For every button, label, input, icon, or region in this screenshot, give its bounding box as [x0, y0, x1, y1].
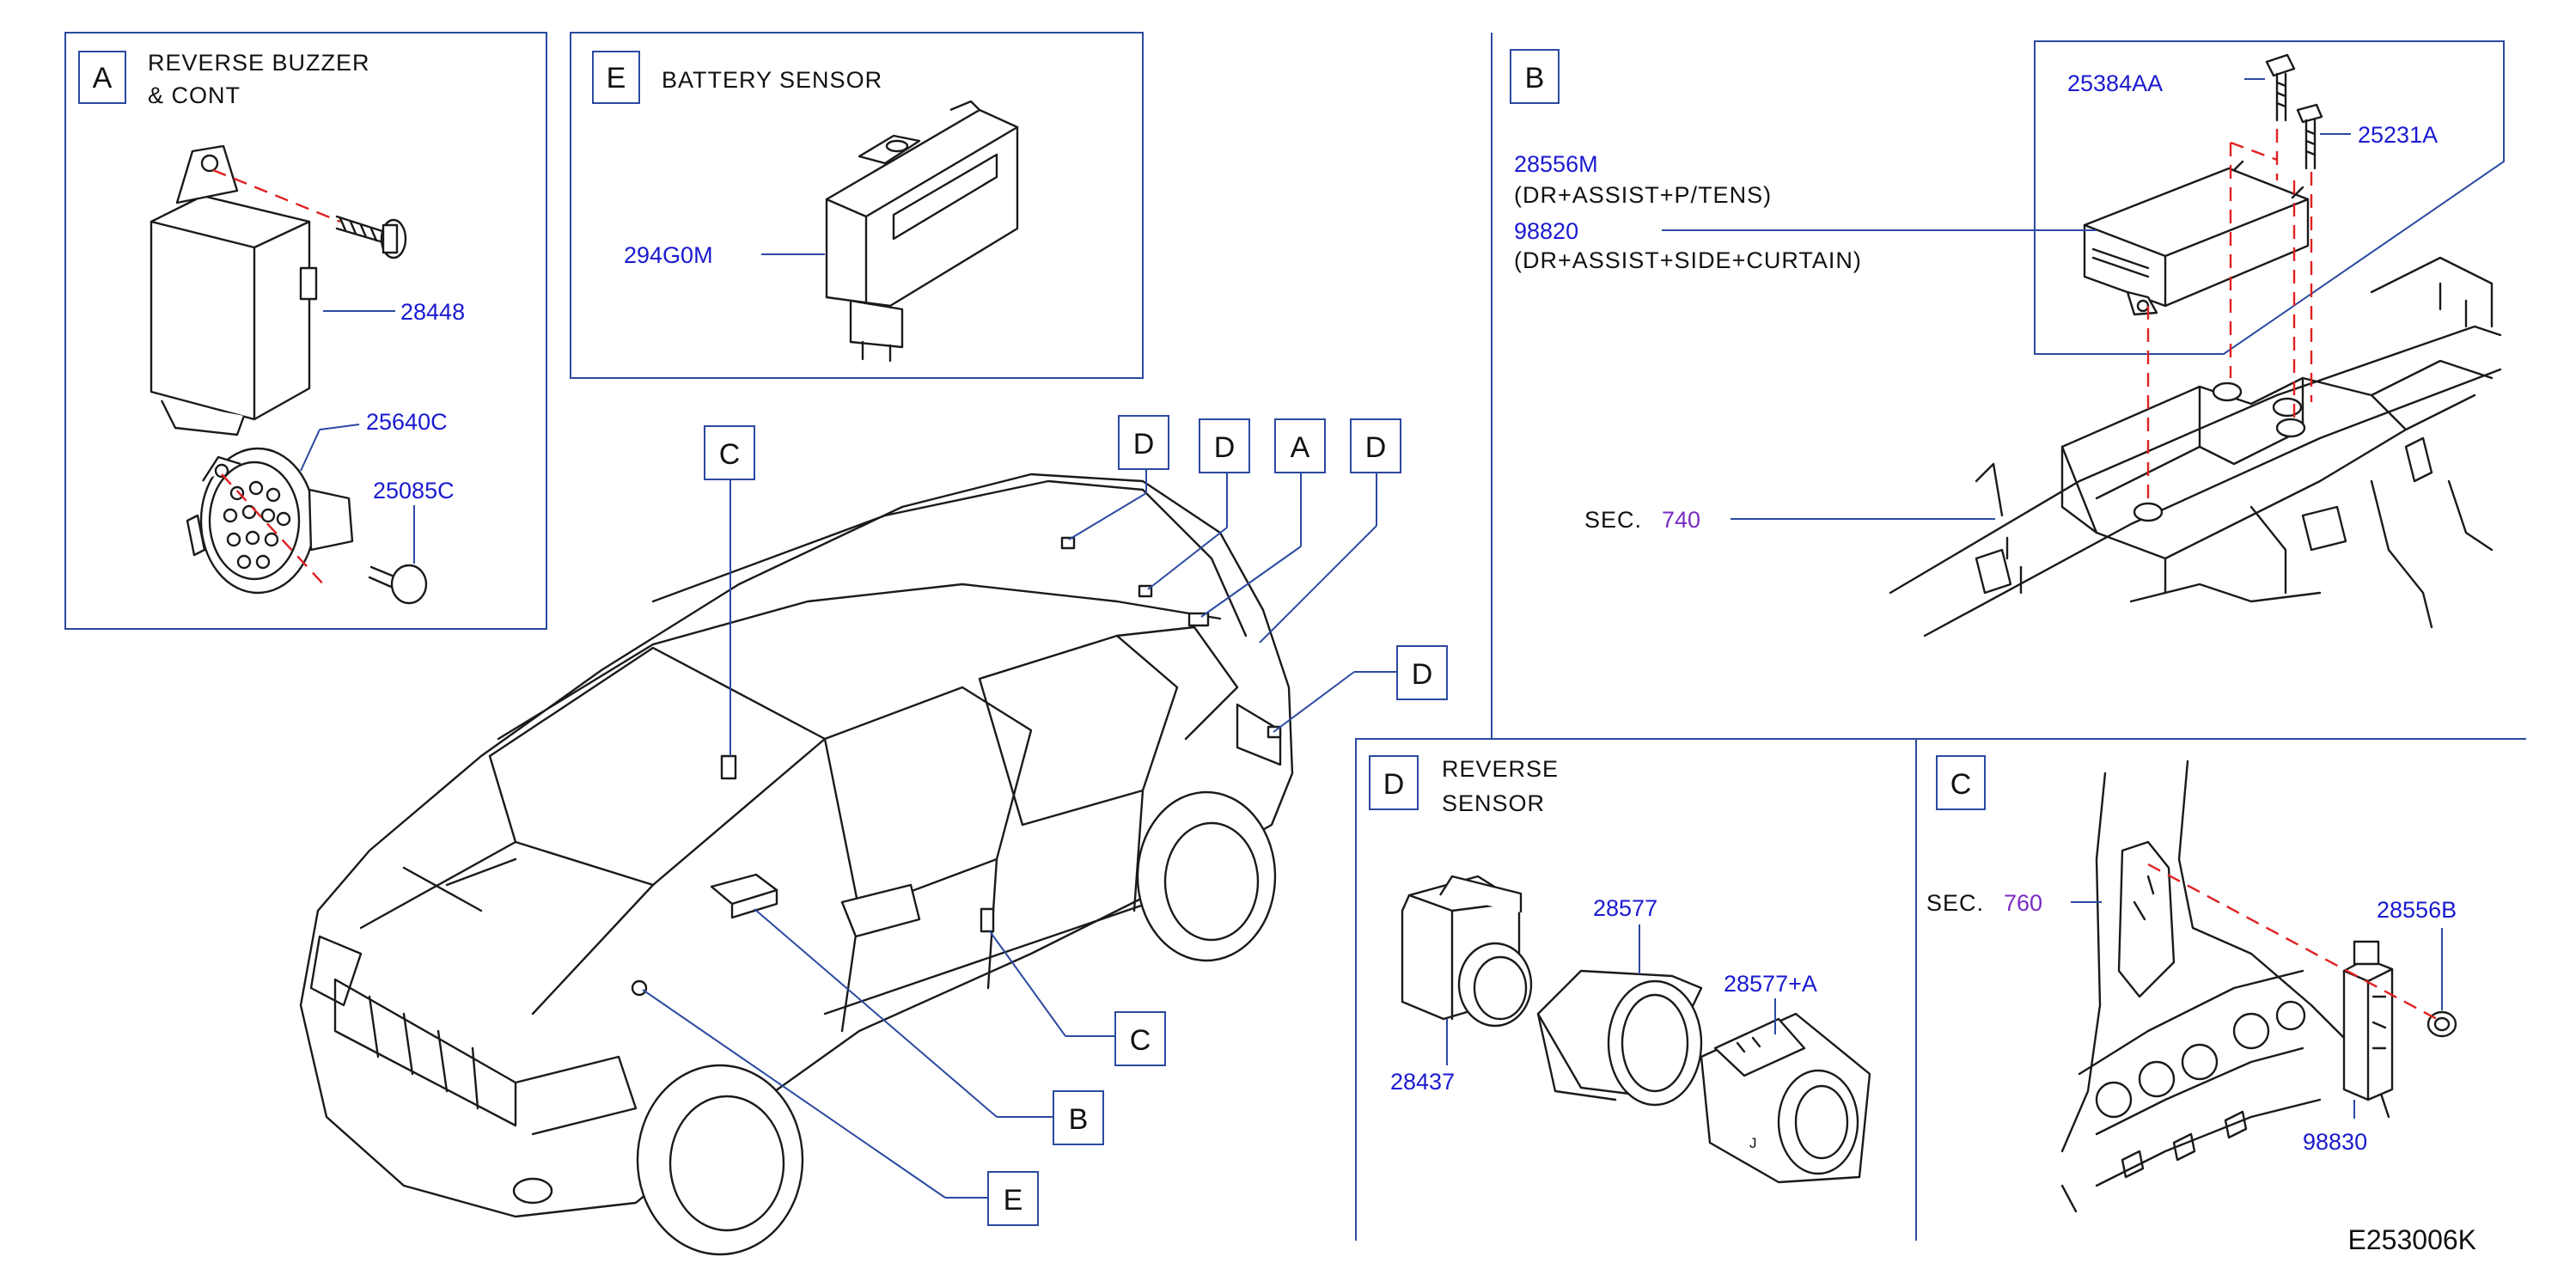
panel-c-key: C [1950, 768, 1972, 801]
leader-25640c-a [300, 429, 320, 472]
panel-b-inset-frame [2034, 40, 2505, 355]
screw-25085c-drawing [368, 564, 428, 605]
panel-a-key: A [93, 62, 113, 95]
callout-d-2: D [1214, 431, 1236, 464]
panel-d: D REVERSE SENSOR 28437 28577 J [1355, 738, 2526, 1241]
airbag-sensor-unit-drawing [2083, 160, 2310, 316]
part-number-28577: 28577 [1593, 895, 1657, 921]
panel-a-axis-line [212, 168, 341, 223]
vehicle-illustration [299, 473, 1294, 1256]
callout-d-3: D [1365, 431, 1387, 464]
part-number-25640c: 25640C [366, 409, 448, 435]
callout-box-d-1 [1118, 415, 1169, 470]
callout-box-c-lower [1114, 1011, 1166, 1066]
vehicle-callout-leaders [642, 466, 1397, 1199]
reverse-sensor-drawing [1401, 875, 1533, 1028]
callout-box-b [1053, 1090, 1104, 1145]
panel-d-title-line1: REVERSE [1442, 756, 1559, 782]
panel-b-axis-lines [2146, 129, 2313, 507]
panel-a-title-line1: REVERSE BUZZER [148, 50, 370, 76]
callout-c-lower: C [1130, 1024, 1151, 1057]
panel-e-key: E [607, 62, 626, 95]
panel-e: E BATTERY SENSOR 294G0M [570, 32, 1144, 379]
note-98820: (DR+ASSIST+SIDE+CURTAIN) [1514, 247, 1862, 273]
callout-box-e [987, 1171, 1039, 1226]
part-number-28437: 28437 [1390, 1069, 1455, 1095]
panel-e-key-box [592, 51, 640, 104]
panel-d-title-line2: SENSOR [1442, 790, 1545, 816]
part-number-98820: 98820 [1514, 218, 1578, 244]
panel-c: C SEC. 760 28556B [1926, 755, 2457, 1213]
panel-b-key-box [1510, 49, 1560, 104]
callout-b: B [1069, 1103, 1089, 1136]
vehicle-callouts: C D D A D D C B E [704, 415, 1448, 1226]
callout-box-d-3 [1350, 418, 1401, 473]
callout-box-d-2 [1199, 418, 1250, 473]
panel-a-key-box [78, 51, 126, 104]
sec-740-number: 740 [1662, 507, 1700, 533]
panel-b-key: B [1525, 62, 1545, 95]
panel-d-key: D [1383, 768, 1405, 801]
buzzer-axis-line [221, 473, 327, 589]
callout-c-upper: C [719, 438, 741, 471]
panel-d-key-box [1369, 755, 1419, 810]
callout-a: A [1291, 431, 1310, 464]
panel-c-key-box [1936, 755, 1986, 810]
part-number-25085c: 25085C [373, 478, 455, 503]
part-number-28577a: 28577+A [1724, 971, 1817, 997]
drawing-code: E253006K [2348, 1224, 2476, 1255]
callout-box-c-upper [704, 425, 755, 480]
part-number-25384aa: 25384AA [2067, 70, 2163, 96]
part-number-294g0m: 294G0M [624, 242, 713, 268]
panel-a-frame [64, 32, 547, 630]
bolt-28448-drawing [335, 215, 407, 259]
part-number-28556b: 28556B [2377, 897, 2457, 923]
panel-a: A REVERSE BUZZER & CONT 28448 [64, 32, 547, 630]
reverse-buzzer-control-unit-drawing [150, 144, 318, 436]
callout-box-d-4 [1396, 645, 1448, 700]
reverse-sensor-holder-drawing [1536, 969, 1703, 1107]
panel-e-title: BATTERY SENSOR [662, 67, 882, 93]
bolt-25384aa-drawing [2265, 53, 2296, 122]
panel-c-axis-line [2147, 863, 2438, 1021]
panel-e-frame [570, 32, 1144, 379]
callout-e: E [1004, 1184, 1023, 1217]
sec-760-prefix: SEC. [1926, 890, 1984, 916]
sec-740-prefix: SEC. [1584, 507, 1642, 533]
battery-sensor-drawing [825, 100, 1019, 363]
bolt-25231a-drawing [2296, 103, 2323, 170]
leader-25640c-b [319, 424, 360, 430]
reverse-buzzer-drawing [186, 447, 354, 595]
bracket-inner-mark: J [1749, 1135, 1758, 1151]
panel-d-c-frame [1355, 738, 2526, 1241]
part-number-98830: 98830 [2303, 1129, 2367, 1155]
callout-box-a [1274, 418, 1326, 473]
sec-760-number: 760 [2004, 890, 2042, 916]
callout-d-1: D [1133, 428, 1155, 461]
part-number-28448: 28448 [400, 299, 465, 325]
panel-b: B [1491, 33, 2505, 739]
floor-chassis-drawing [1889, 256, 2502, 638]
callout-d-4: D [1412, 658, 1433, 691]
reverse-sensor-bracket-drawing [1700, 1012, 1871, 1184]
note-28556m: (DR+ASSIST+P/TENS) [1514, 182, 1772, 208]
part-number-28556m: 28556M [1514, 151, 1598, 177]
panel-a-title-line2: & CONT [148, 82, 241, 108]
side-sensor-drawing [2342, 940, 2394, 1101]
part-number-25231a: 25231A [2358, 122, 2438, 148]
